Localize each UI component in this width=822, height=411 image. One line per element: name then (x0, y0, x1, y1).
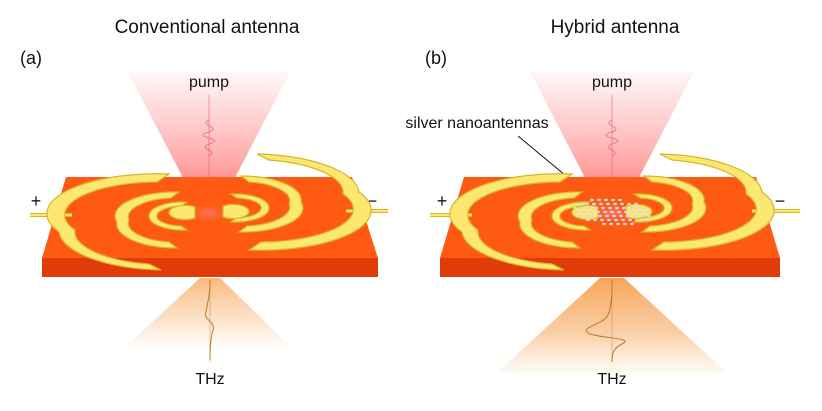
nanoantenna-annotation: silver nanoantennas (405, 115, 548, 132)
nanoantenna-dot (601, 206, 605, 210)
plus-terminal: + (31, 191, 42, 211)
nanoantenna-dot (593, 218, 597, 222)
nanoantenna-dot (631, 210, 635, 214)
nanoantenna-dot (573, 206, 577, 210)
thz-waveform (585, 279, 626, 363)
nanoantenna-dot (638, 210, 642, 214)
substrate-front (440, 258, 780, 277)
panel-b-title: Hybrid antenna (551, 17, 680, 38)
nanoantenna-dot (617, 210, 621, 214)
nanoantenna-dot (587, 206, 591, 210)
nanoantenna-dot (633, 214, 637, 218)
nanoantenna-dot (604, 198, 608, 202)
nanoantenna-dot (603, 210, 607, 214)
nanoantenna-dot (582, 210, 586, 214)
nanoantenna-dot (577, 214, 581, 218)
nanoantenna-dot (620, 202, 624, 206)
pump-pulse-waveform (605, 119, 619, 157)
nanoantenna-dot (606, 202, 610, 206)
minus-terminal: − (775, 191, 786, 211)
nanoantenna-dot (634, 202, 638, 206)
pump-spot (185, 203, 233, 223)
panel-a: Conventional antenna (a) pump + − THz (20, 17, 388, 388)
nanoantenna-dot (630, 222, 634, 226)
nanoantenna-dot (596, 210, 600, 214)
nanoantenna-dot (640, 214, 644, 218)
nanoantenna-dot (594, 206, 598, 210)
nanoantenna-array (573, 198, 651, 226)
nanoantenna-dot (584, 214, 588, 218)
nanoantenna-dot (589, 210, 593, 214)
nanoantenna-dot (585, 202, 589, 206)
nanoantenna-dot (608, 206, 612, 210)
nanoantenna-dot (580, 206, 584, 210)
nanoantenna-dot (628, 218, 632, 222)
panel-b: Hybrid antenna (b) pump silver nanoanten… (405, 17, 800, 388)
pump-label: pump (592, 74, 632, 91)
nanoantenna-dot (607, 218, 611, 222)
thz-label: THz (195, 371, 224, 388)
nanoantenna-dot (592, 202, 596, 206)
plus-terminal: + (437, 191, 448, 211)
nanoantenna-dot (599, 202, 603, 206)
pump-pulse-waveform (202, 119, 216, 157)
nanoantenna-dot (600, 218, 604, 222)
nanoantenna-dot (610, 210, 614, 214)
nanoantenna-dot (635, 218, 639, 222)
nanoantenna-dot (578, 202, 582, 206)
nanoantenna-dot (647, 214, 651, 218)
nanoantenna-dot (611, 198, 615, 202)
nanoantenna-dot (615, 206, 619, 210)
thz-beam (124, 278, 292, 348)
nanoantenna-dot (645, 210, 649, 214)
pump-label: pump (189, 74, 229, 91)
panel-b-label: (b) (425, 48, 447, 68)
nanoantenna-dot (622, 206, 626, 210)
nanoantenna-dot (590, 198, 594, 202)
nanoantenna-dot (618, 198, 622, 202)
nanoantenna-dot (624, 210, 628, 214)
nanoantenna-dot (619, 214, 623, 218)
nanoantenna-dot (586, 218, 590, 222)
panel-a-title: Conventional antenna (115, 17, 300, 38)
nanoantenna-dot (642, 218, 646, 222)
nanoantenna-dot (591, 214, 595, 218)
nanoantenna-dot (627, 202, 631, 206)
nanoantenna-dot (609, 222, 613, 226)
nanoantenna-dot (616, 222, 620, 226)
nanoantenna-dot (597, 198, 601, 202)
nanoantenna-dot (629, 206, 633, 210)
nanoantenna-dot (612, 214, 616, 218)
thz-label: THz (597, 371, 626, 388)
substrate-front (42, 258, 378, 277)
nanoantenna-dot (621, 218, 625, 222)
nanoantenna-dot (626, 214, 630, 218)
nanoantenna-dot (613, 202, 617, 206)
nanoantenna-dot (605, 214, 609, 218)
nanoantenna-dot (575, 210, 579, 214)
nanoantenna-dot (598, 214, 602, 218)
thz-waveform (205, 279, 214, 361)
nanoantenna-dot (602, 222, 606, 226)
nanoantenna-dot (636, 206, 640, 210)
minus-terminal: − (367, 191, 378, 211)
nanoantenna-dot (623, 222, 627, 226)
nanoantenna-dot (643, 206, 647, 210)
panel-a-label: (a) (20, 48, 42, 68)
nanoantenna-dot (614, 218, 618, 222)
